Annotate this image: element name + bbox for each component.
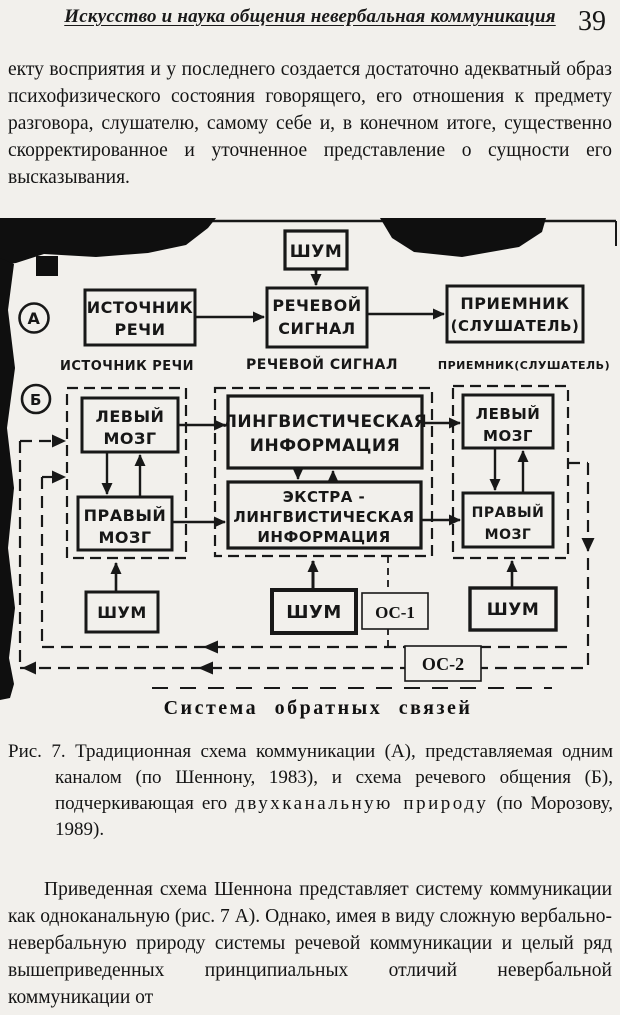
dashed-containers xyxy=(65,384,570,560)
receiver-a-line2: (СЛУШАТЕЛЬ) xyxy=(451,317,580,335)
scheme-a-badge-label: А xyxy=(28,309,41,328)
page-number: 39 xyxy=(578,6,606,37)
scan-blob-top-left xyxy=(0,218,216,265)
feedback-loops xyxy=(18,439,590,689)
extra-line3: ИНФОРМАЦИЯ xyxy=(257,528,390,546)
container-signal xyxy=(213,386,434,558)
scheme-b: ИСТОЧНИК РЕЧИ РЕЧЕВОЙ СИГНАЛ ПРИЕМНИК(СЛ… xyxy=(18,356,610,719)
diagram-caption: Система обратных связей xyxy=(164,697,473,719)
noise-left-label: ШУМ xyxy=(97,603,147,622)
scan-blob-top-right xyxy=(380,218,546,257)
box-left-brain-receiver: ЛЕВЫЙ МОЗГ xyxy=(461,393,555,450)
right-brain-source-line2: МОЗГ xyxy=(98,528,151,547)
source-a-line1: ИСТОЧНИК xyxy=(87,298,193,317)
extra-line1: ЭКСТРА - xyxy=(283,488,366,506)
box-noise-left: ШУМ xyxy=(84,590,160,634)
right-brain-receiver-line1: ПРАВЫЙ xyxy=(472,504,545,521)
container-source xyxy=(65,386,188,560)
box-receiver-a: ПРИЕМНИК (СЛУШАТЕЛЬ) xyxy=(445,284,585,344)
figure-caption-text: Традиционная схема коммуникации (А), пре… xyxy=(55,741,613,814)
box-right-brain-source: ПРАВЫЙ МОЗГ xyxy=(76,495,174,552)
left-brain-receiver-line2: МОЗГ xyxy=(483,427,533,445)
box-speech-signal-a: РЕЧЕВОЙ СИГНАЛ xyxy=(265,286,369,349)
scan-artifact-blobs xyxy=(0,218,546,700)
box-noise-center: ШУМ xyxy=(270,588,358,635)
left-brain-receiver-line1: ЛЕВЫЙ xyxy=(476,404,541,423)
os2-corner-arrowhead xyxy=(22,661,36,675)
right-brain-source-line1: ПРАВЫЙ xyxy=(84,506,167,525)
left-brain-source-line2: МОЗГ xyxy=(103,429,156,448)
os1-label: ОС-1 xyxy=(375,603,415,622)
column-label-receiver: ПРИЕМНИК(СЛУШАТЕЛЬ) xyxy=(438,359,610,372)
figure-caption-lead: Рис. 7. xyxy=(8,741,66,762)
column-label-source: ИСТОЧНИК РЕЧИ xyxy=(60,359,194,374)
extra-line2: ЛИНГВИСТИЧЕСКАЯ xyxy=(233,508,414,526)
body-paragraph-2: Приведенная схема Шеннона представляет с… xyxy=(8,879,612,1008)
column-label-signal: РЕЧЕВОЙ СИГНАЛ xyxy=(246,356,398,373)
scan-blob-left-strip xyxy=(0,258,15,700)
scan-blob-speck xyxy=(36,256,58,276)
feedback-arrowheads xyxy=(22,434,595,675)
box-extralinguistic-info: ЭКСТРА - ЛИНГВИСТИЧЕСКАЯ ИНФОРМАЦИЯ xyxy=(226,480,423,550)
figure-7-diagram: А ШУМ ИСТОЧНИК РЕЧИ РЕЧЕВОЙ СИГНАЛ xyxy=(0,218,620,723)
box-left-brain-source: ЛЕВЫЙ МОЗГ xyxy=(80,396,180,454)
source-a-line2: РЕЧИ xyxy=(115,320,166,339)
header-title: Искусство и наука общения невербальная к… xyxy=(64,6,556,27)
os2-left-arrowhead xyxy=(198,661,213,675)
box-noise-top: ШУМ xyxy=(283,229,349,271)
figure-caption-tail: (по Морозову, 1989). xyxy=(55,793,613,840)
figure-caption: Рис. 7. Традиционная схема коммуникации … xyxy=(8,739,613,843)
noise-top-label: ШУМ xyxy=(290,242,343,262)
right-brain-receiver-line2: МОЗГ xyxy=(485,527,532,543)
os2-label: ОС-2 xyxy=(422,654,464,674)
box-noise-right: ШУМ xyxy=(468,586,558,632)
communication-scheme-svg: А ШУМ ИСТОЧНИК РЕЧИ РЕЧЕВОЙ СИГНАЛ xyxy=(0,218,617,719)
os1-left-arrowhead xyxy=(203,640,218,654)
noise-center-label: ШУМ xyxy=(286,602,342,623)
scheme-a-badge: А xyxy=(18,302,50,334)
os2-down-arrowhead xyxy=(581,538,595,552)
body-paragraph-1: екту восприятия и у последнего создается… xyxy=(8,59,612,188)
scheme-a: А ШУМ ИСТОЧНИК РЕЧИ РЕЧЕВОЙ СИГНАЛ xyxy=(18,229,585,349)
signal-a-line2: СИГНАЛ xyxy=(278,319,355,338)
linguistic-line2: ИНФОРМАЦИЯ xyxy=(250,436,400,456)
scheme-b-badge: Б xyxy=(20,383,52,415)
left-brain-source-line1: ЛЕВЫЙ xyxy=(96,407,165,426)
os1-entry-arrowhead xyxy=(52,470,66,484)
figure-caption-emphasis: двухканальную природу xyxy=(235,793,489,814)
box-right-brain-receiver: ПРАВЫЙ МОЗГ xyxy=(461,491,555,549)
receiver-a-line1: ПРИЕМНИК xyxy=(460,294,569,313)
box-linguistic-info: ЛИНГВИСТИЧЕСКАЯ ИНФОРМАЦИЯ xyxy=(223,394,427,470)
signal-a-line1: РЕЧЕВОЙ xyxy=(272,296,361,315)
linguistic-line1: ЛИНГВИСТИЧЕСКАЯ xyxy=(223,412,427,432)
container-receiver xyxy=(451,384,570,560)
box-speech-source-a: ИСТОЧНИК РЕЧИ xyxy=(83,288,197,347)
noise-right-label: ШУМ xyxy=(487,600,540,620)
box-os2: ОС-2 xyxy=(404,645,482,682)
scheme-b-badge-label: Б xyxy=(30,391,42,409)
os2-entry-arrowhead xyxy=(52,434,66,448)
box-os1: ОС-1 xyxy=(361,592,429,630)
running-header: Искусство и наука общения невербальная к… xyxy=(0,6,620,37)
